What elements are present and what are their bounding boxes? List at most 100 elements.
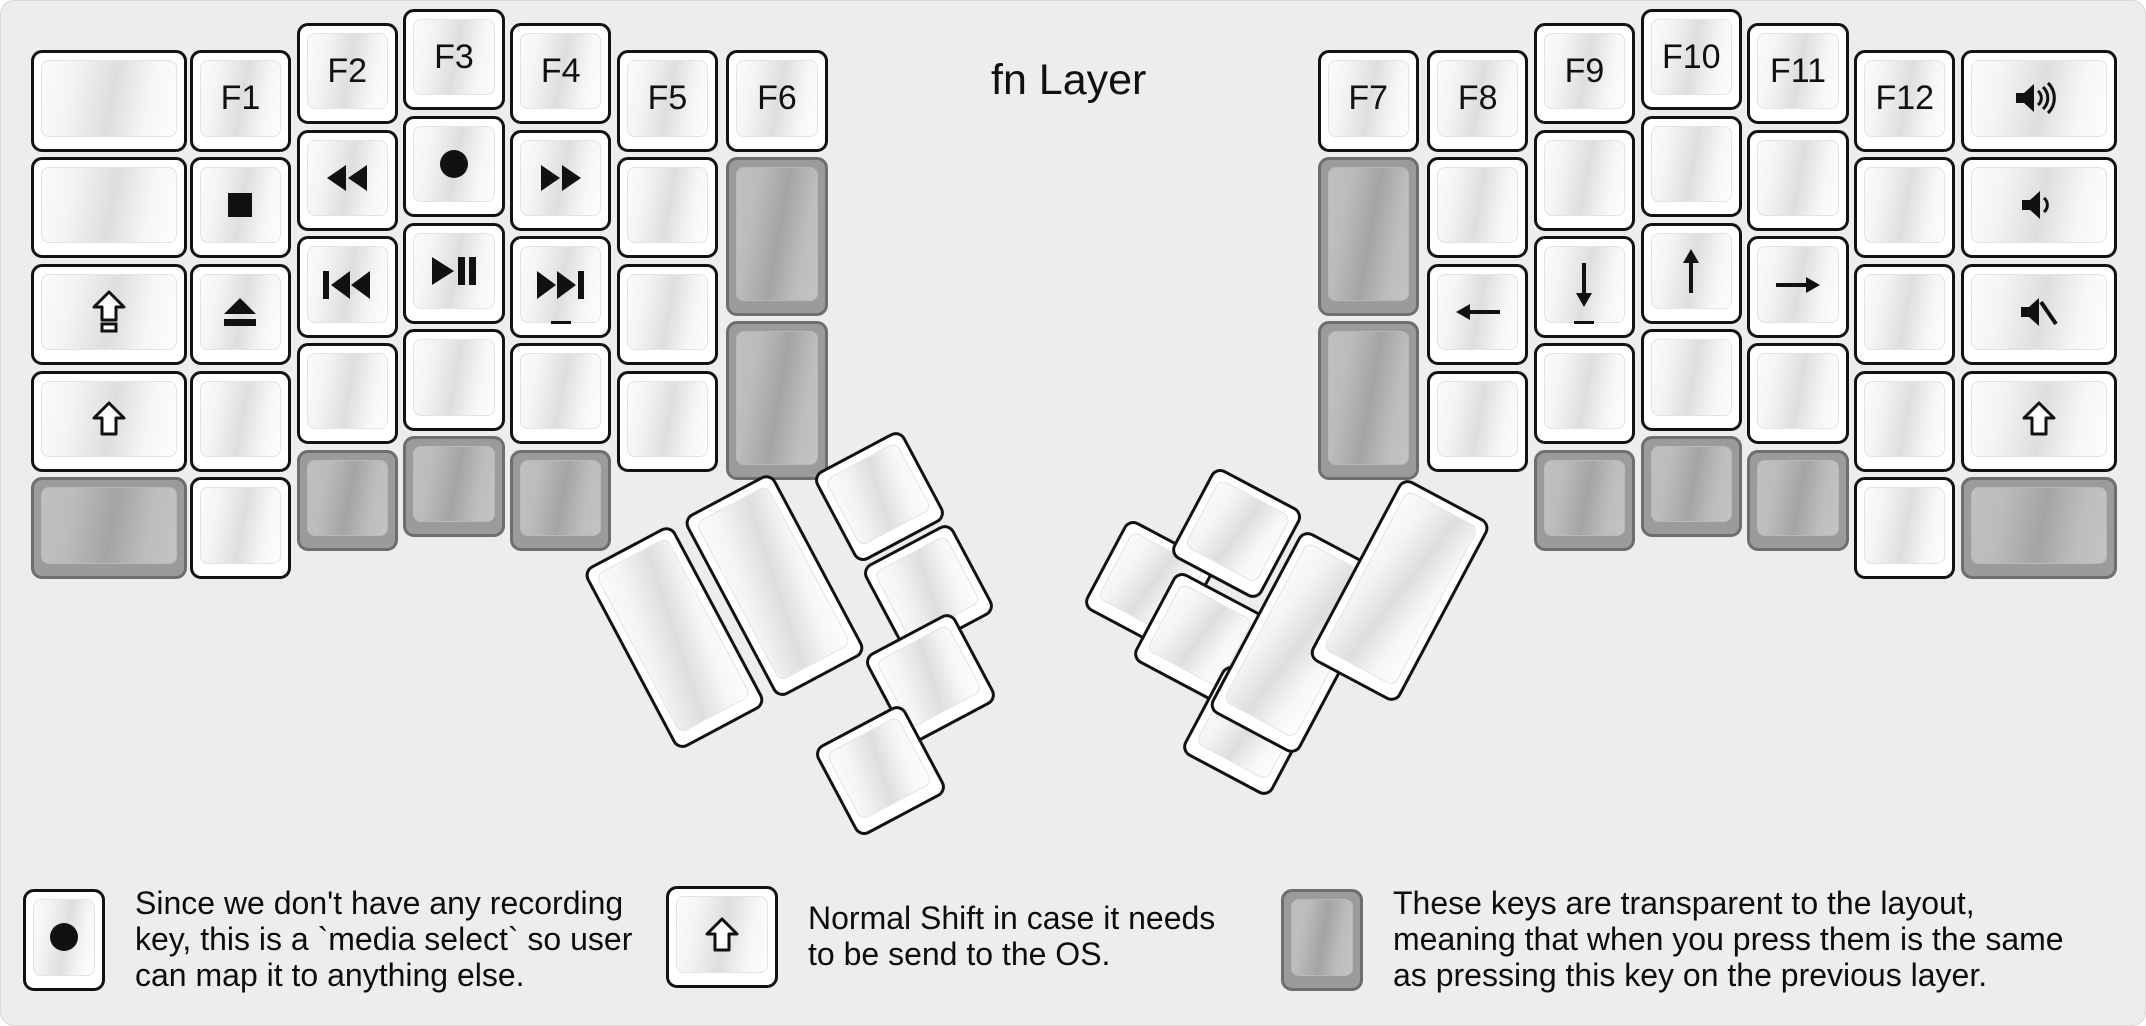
key-right-ring-column-2[interactable] (1747, 236, 1849, 338)
keycap-surface (1970, 167, 2107, 244)
legend-entry-shift-note: Normal Shift in case it needs to be send… (666, 886, 1215, 988)
key-right-inner-column-2[interactable] (1317, 321, 1419, 480)
key-left-ring-column-1[interactable] (296, 129, 398, 231)
key-left-pinky-outer-column-2[interactable] (31, 263, 188, 366)
key-legend-text: F1 (220, 79, 261, 118)
keycap-surface: F3 (413, 19, 495, 96)
key-right-index-column-2[interactable] (1533, 236, 1636, 338)
key-right-pinky-outer-column-2[interactable] (1960, 263, 2117, 366)
legend-swatch-shift-note (666, 886, 778, 988)
key-right-inner-column-0[interactable]: F7 (1317, 50, 1419, 152)
key-left-middle-column-0[interactable]: F3 (403, 9, 505, 111)
key-left-index-inner-column-1[interactable] (616, 157, 719, 259)
key-right-index-inner-column-3[interactable] (1427, 370, 1529, 472)
key-left-middle-column-2[interactable] (403, 222, 505, 324)
keycap-surface (1184, 478, 1292, 584)
keycap-surface (199, 273, 282, 351)
keycap-surface (41, 273, 178, 351)
key-left-middle-column-3[interactable] (403, 329, 505, 431)
keycap-surface (41, 167, 178, 244)
key-right-index-inner-column-1[interactable] (1427, 157, 1529, 259)
key-left-index-column-2[interactable] (510, 236, 612, 338)
key-left-ring-column-0[interactable]: F2 (296, 22, 398, 125)
key-legend-text: F11 (1769, 52, 1827, 91)
keycap-surface (1327, 331, 1409, 465)
key-left-ring-column-2[interactable] (296, 236, 398, 338)
key-right-index-column-1[interactable] (1533, 129, 1636, 231)
key-right-inner-column-1[interactable] (1317, 157, 1419, 316)
keycap-surface (413, 125, 495, 203)
key-left-middle-column-4[interactable] (403, 436, 505, 538)
legend-text-transparent-note: These keys are transparent to the layout… (1393, 885, 2064, 993)
key-right-index-column-3[interactable] (1533, 343, 1636, 445)
key-right-ring-column-4[interactable] (1747, 449, 1849, 552)
key-left-pinky-column-0[interactable]: F1 (189, 50, 292, 152)
key-right-middle-column-0[interactable]: F10 (1640, 9, 1742, 111)
key-right-middle-column-3[interactable] (1640, 329, 1742, 431)
key-right-ring-column-3[interactable] (1747, 343, 1849, 445)
key-left-pinky-outer-column-0[interactable] (31, 50, 188, 152)
key-right-pinky-column-0[interactable]: F12 (1854, 50, 1956, 152)
key-left-pinky-column-3[interactable] (189, 370, 292, 472)
key-right-middle-column-4[interactable] (1640, 436, 1742, 538)
keycap-surface (306, 353, 388, 430)
key-legend-text: F12 (1875, 79, 1935, 118)
key-right-index-column-0[interactable]: F9 (1533, 22, 1636, 125)
keycap-surface (306, 246, 388, 323)
key-left-index-inner-column-2[interactable] (616, 263, 719, 366)
key-right-ring-column-0[interactable]: F11 (1747, 22, 1849, 125)
keycap-surface (199, 380, 282, 457)
key-right-pinky-column-2[interactable] (1854, 263, 1956, 366)
key-left-index-column-0[interactable]: F4 (510, 22, 612, 125)
key-right-pinky-outer-column-1[interactable] (1960, 157, 2117, 259)
key-right-pinky-outer-column-0[interactable] (1960, 50, 2117, 152)
key-left-inner-column-1[interactable] (726, 157, 828, 316)
keycap-surface (626, 380, 709, 457)
key-left-ring-column-4[interactable] (296, 449, 398, 552)
key-right-index-inner-column-2[interactable] (1427, 263, 1529, 366)
keycap-surface (736, 331, 818, 465)
key-left-pinky-column-1[interactable] (189, 157, 292, 259)
keycap-surface (1864, 487, 1946, 564)
key-right-middle-column-1[interactable] (1640, 115, 1742, 218)
keycap-surface (199, 487, 282, 564)
media-prev-track-icon (320, 268, 374, 302)
keycap-surface (520, 353, 602, 430)
key-left-index-inner-column-0[interactable]: F5 (616, 50, 719, 152)
key-left-pinky-column-2[interactable] (189, 263, 292, 366)
legend-swatch-surface (1291, 898, 1353, 976)
keycap-surface (1757, 353, 1839, 430)
key-left-index-inner-column-3[interactable] (616, 370, 719, 472)
key-right-pinky-column-3[interactable] (1854, 370, 1956, 472)
key-right-index-column-4[interactable] (1533, 449, 1636, 552)
key-underbar-mark (550, 320, 571, 324)
keycap-surface (199, 167, 282, 244)
key-left-pinky-outer-column-4[interactable] (31, 477, 188, 579)
legend-text-record-note: Since we don't have any recording key, t… (135, 885, 633, 993)
key-right-pinky-column-1[interactable] (1854, 157, 1956, 259)
keycap-surface (626, 167, 709, 244)
key-left-middle-column-1[interactable] (403, 115, 505, 218)
keycap-surface: F4 (520, 32, 602, 110)
key-left-index-column-4[interactable] (510, 449, 612, 552)
key-left-ring-column-3[interactable] (296, 343, 398, 445)
key-right-pinky-outer-column-3[interactable] (1960, 370, 2117, 472)
keycap-surface (1322, 489, 1480, 688)
key-right-pinky-outer-column-4[interactable] (1960, 477, 2117, 579)
keycap-surface (1757, 246, 1839, 323)
key-right-index-inner-column-0[interactable]: F8 (1427, 50, 1529, 152)
key-right-pinky-column-4[interactable] (1854, 477, 1956, 579)
key-left-index-column-1[interactable] (510, 129, 612, 231)
key-right-ring-column-1[interactable] (1747, 129, 1849, 231)
keycap-surface (1543, 246, 1626, 323)
arrow-right-icon (1774, 268, 1822, 302)
key-left-inner-column-2[interactable] (726, 321, 828, 480)
key-left-pinky-outer-column-3[interactable] (31, 370, 188, 472)
key-left-pinky-column-4[interactable] (189, 477, 292, 579)
key-left-pinky-outer-column-1[interactable] (31, 157, 188, 259)
key-right-middle-column-2[interactable] (1640, 222, 1742, 324)
keycap-surface (520, 139, 602, 216)
key-left-index-column-3[interactable] (510, 343, 612, 445)
key-left-inner-column-0[interactable]: F6 (726, 50, 828, 152)
